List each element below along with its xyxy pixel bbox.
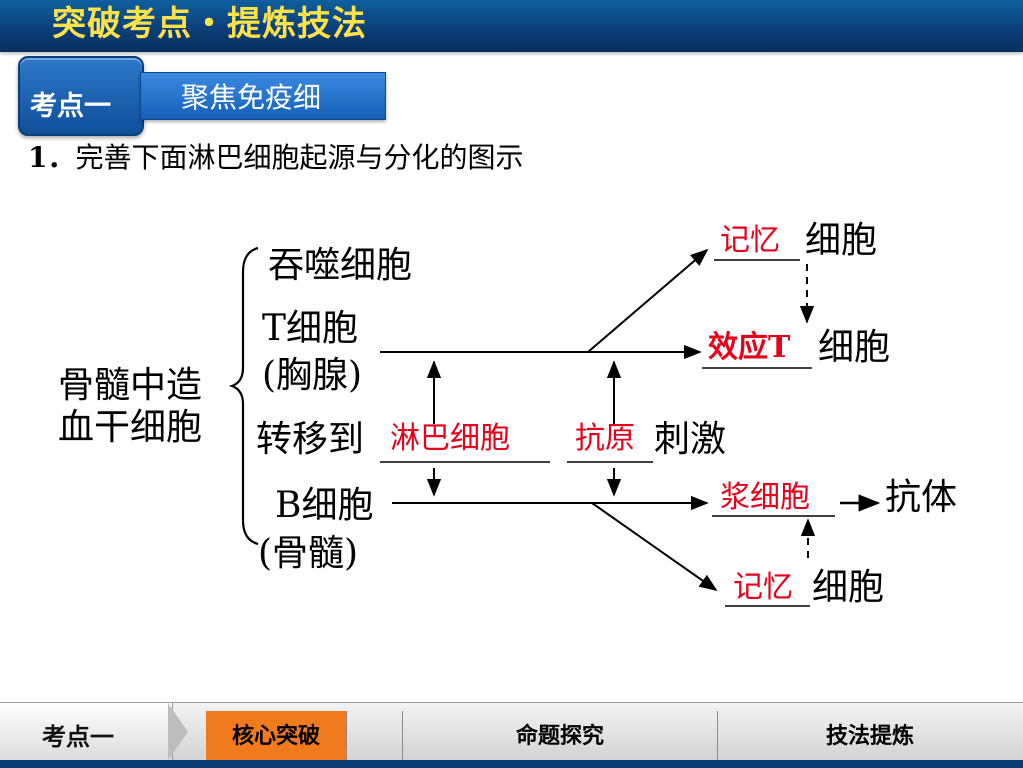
diagram-lines (228, 246, 881, 607)
topic-badge: 考点一 (18, 56, 144, 136)
t-cell-origin: (胸腺) (262, 355, 363, 396)
stimulus-suffix: 刺激 (654, 419, 727, 460)
topic-title-banner: 聚焦免疫细 (140, 72, 386, 120)
source-line-2: 血干细胞 (58, 407, 203, 448)
lymphocyte-diagram: 骨髓中造 血干细胞 吞噬细胞 T细胞 (胸腺) 转移到 淋巴细胞 抗原 刺激 B… (0, 190, 1023, 650)
brace (228, 246, 259, 546)
nav-tab-core[interactable]: 核心突破 (206, 711, 347, 761)
antigen-answer: 抗原 (575, 421, 635, 456)
memory-b-suffix: 细胞 (812, 567, 885, 608)
header-bar: 突破考点・提炼技法 (0, 0, 1023, 52)
transfer-answer: 淋巴细胞 (390, 421, 510, 456)
question: 1．完善下面淋巴细胞起源与分化的图示 (28, 136, 524, 176)
nav-tab-skills[interactable]: 技法提炼 (825, 723, 914, 749)
t-cell-label: T细胞 (262, 308, 359, 349)
nav-home-label: 考点一 (42, 722, 114, 751)
nav-tab-explore[interactable]: 命题探究 (402, 711, 718, 761)
question-number: 1． (28, 141, 76, 174)
phagocyte-label: 吞噬细胞 (268, 245, 413, 286)
b-cell-label: B细胞 (275, 485, 374, 526)
b-to-memory-arrow (591, 502, 718, 592)
bottom-nav: 考点一 核心突破 命题探究 技法提炼 (0, 702, 1023, 768)
source-line-1: 骨髓中造 (58, 365, 203, 406)
memory-t-suffix: 细胞 (805, 220, 878, 261)
topic-number: 考点一 (30, 91, 111, 122)
plasma-answer: 浆细胞 (720, 480, 810, 515)
question-text: 完善下面淋巴细胞起源与分化的图示 (75, 141, 524, 174)
b-cell-origin: (骨髓) (258, 533, 359, 574)
effector-t-answer: 效应T (708, 330, 791, 365)
nav-bottom-strip (0, 760, 1023, 768)
nav-home-button[interactable]: 考点一 (0, 703, 173, 760)
page-title: 突破考点・提炼技法 (52, 4, 367, 44)
t-to-memory-arrow (587, 248, 709, 353)
antibody-label: 抗体 (885, 477, 958, 518)
transfer-prefix: 转移到 (256, 419, 365, 460)
topic-title: 聚焦免疫细 (181, 81, 322, 114)
effector-t-suffix: 细胞 (818, 327, 891, 368)
memory-b-answer: 记忆 (733, 570, 793, 605)
memory-t-answer: 记忆 (720, 223, 780, 258)
nav-arrow-icon (168, 703, 188, 760)
